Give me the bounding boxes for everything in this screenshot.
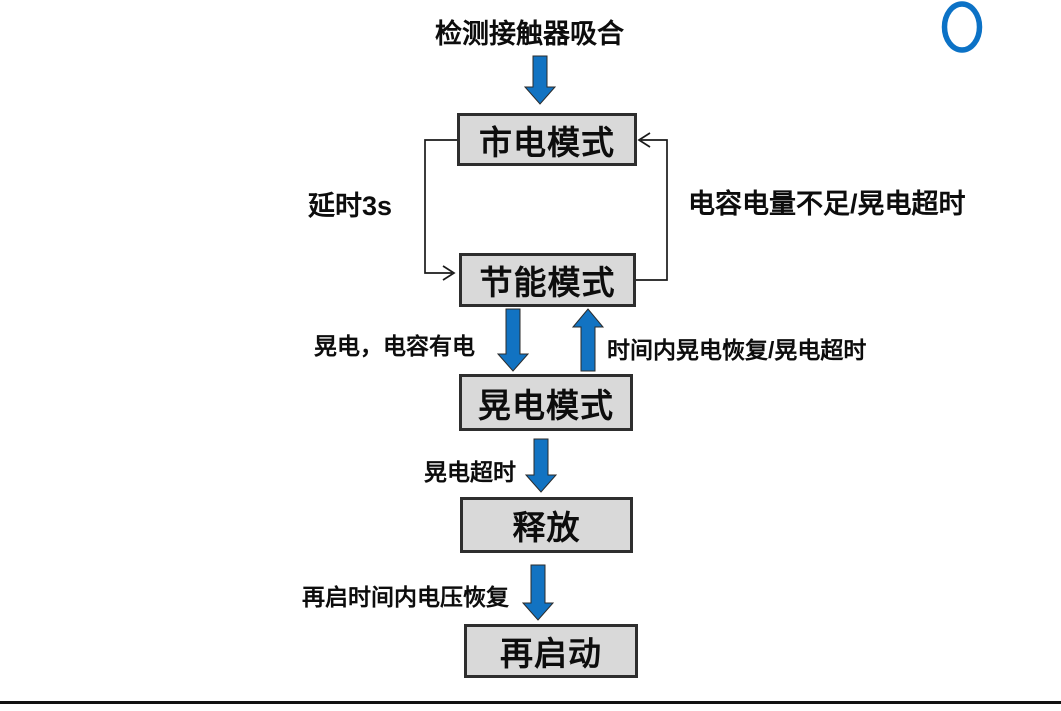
node-mains-mode-label: 市电模式: [479, 123, 615, 161]
node-flicker-mode-label: 晃电模式: [478, 386, 614, 424]
node-mains-mode: 市电模式: [457, 113, 637, 166]
edge-label-flicker-cap-charged: 晃电，电容有电: [314, 333, 475, 359]
down-arrow-title-to-mains: [523, 55, 557, 105]
loop-connector-mains-to-energy: [424, 139, 457, 274]
loop-connector-energy-to-mains: [636, 139, 668, 281]
edge-label-flicker-timeout: 晃电超时: [424, 459, 516, 485]
down-arrow-energy-to-flicker: [496, 308, 530, 372]
edge-label-recovery-within-time: 时间内晃电恢复/晃电超时: [607, 337, 867, 363]
node-restart: 再启动: [464, 624, 638, 678]
up-arrow-flicker-to-energy: [571, 308, 605, 372]
edge-label-cap-insufficient: 电容电量不足/晃电超时: [688, 189, 966, 219]
node-release: 释放: [460, 497, 633, 553]
down-arrow-release-to-restart: [521, 564, 555, 621]
edge-label-delay-3s: 延时3s: [308, 191, 393, 221]
ellipse-annotation-icon: [941, 1, 983, 53]
down-arrow-flicker-to-release: [524, 438, 558, 493]
right-arrowhead-icon: [442, 265, 456, 281]
node-release-label: 释放: [512, 509, 581, 546]
bottom-divider: [0, 701, 1061, 704]
left-arrowhead-icon: [637, 132, 651, 148]
diagram-title: 检测接触器吸合: [435, 19, 624, 49]
node-restart-label: 再启动: [500, 635, 602, 672]
edge-label-voltage-recovery: 再启时间内电压恢复: [302, 584, 509, 610]
node-energy-saving-mode-label: 节能模式: [479, 264, 616, 301]
node-flicker-mode: 晃电模式: [459, 374, 633, 431]
node-energy-saving-mode: 节能模式: [459, 253, 636, 307]
